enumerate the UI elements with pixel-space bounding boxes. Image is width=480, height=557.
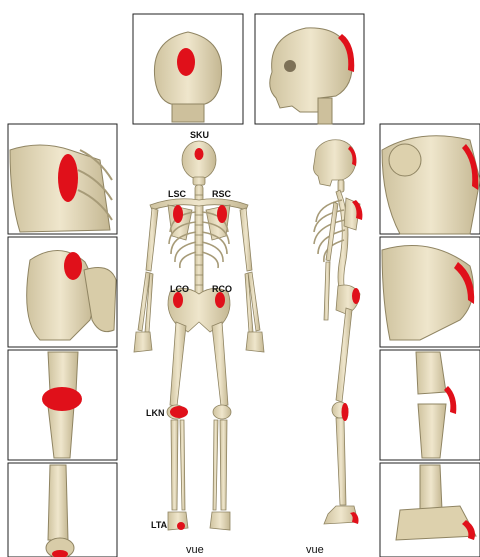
marker-lateral-knee bbox=[342, 403, 349, 421]
marker-lateral-trochanter bbox=[352, 288, 360, 304]
label-lta: LTA bbox=[151, 520, 168, 530]
marker-rsc bbox=[217, 205, 227, 223]
label-lkn: LKN bbox=[146, 408, 165, 418]
right-arm bbox=[240, 208, 264, 352]
label-rsc: RSC bbox=[212, 189, 232, 199]
marker-lkn bbox=[170, 406, 188, 418]
lateral-skeleton bbox=[314, 140, 361, 524]
shoulder-side-closeup bbox=[382, 136, 480, 234]
lateral-tibia bbox=[336, 418, 346, 505]
label-rco: RCO bbox=[212, 284, 232, 294]
label-lco: LCO bbox=[170, 284, 189, 294]
marker-lsc bbox=[173, 205, 183, 223]
marker-rco bbox=[215, 292, 225, 308]
marker-closeup-pelvis-back bbox=[64, 252, 82, 280]
label-lsc: LSC bbox=[168, 189, 187, 199]
marker-lco bbox=[173, 292, 183, 308]
marker-sku bbox=[195, 148, 204, 160]
marker-lta bbox=[177, 522, 185, 530]
label-sku: SKU bbox=[190, 130, 209, 140]
left-leg bbox=[167, 322, 188, 530]
marker-closeup-shoulder-back bbox=[58, 154, 78, 202]
posterior-skeleton bbox=[134, 141, 264, 530]
marker-closeup-skull-back bbox=[177, 48, 195, 76]
left-arm bbox=[134, 208, 158, 352]
right-leg bbox=[210, 322, 231, 530]
caption-posterior: vue bbox=[186, 544, 204, 556]
marker-closeup-knee-back bbox=[42, 387, 82, 411]
caption-lateral: vue bbox=[306, 544, 324, 556]
lateral-femur bbox=[336, 308, 352, 402]
